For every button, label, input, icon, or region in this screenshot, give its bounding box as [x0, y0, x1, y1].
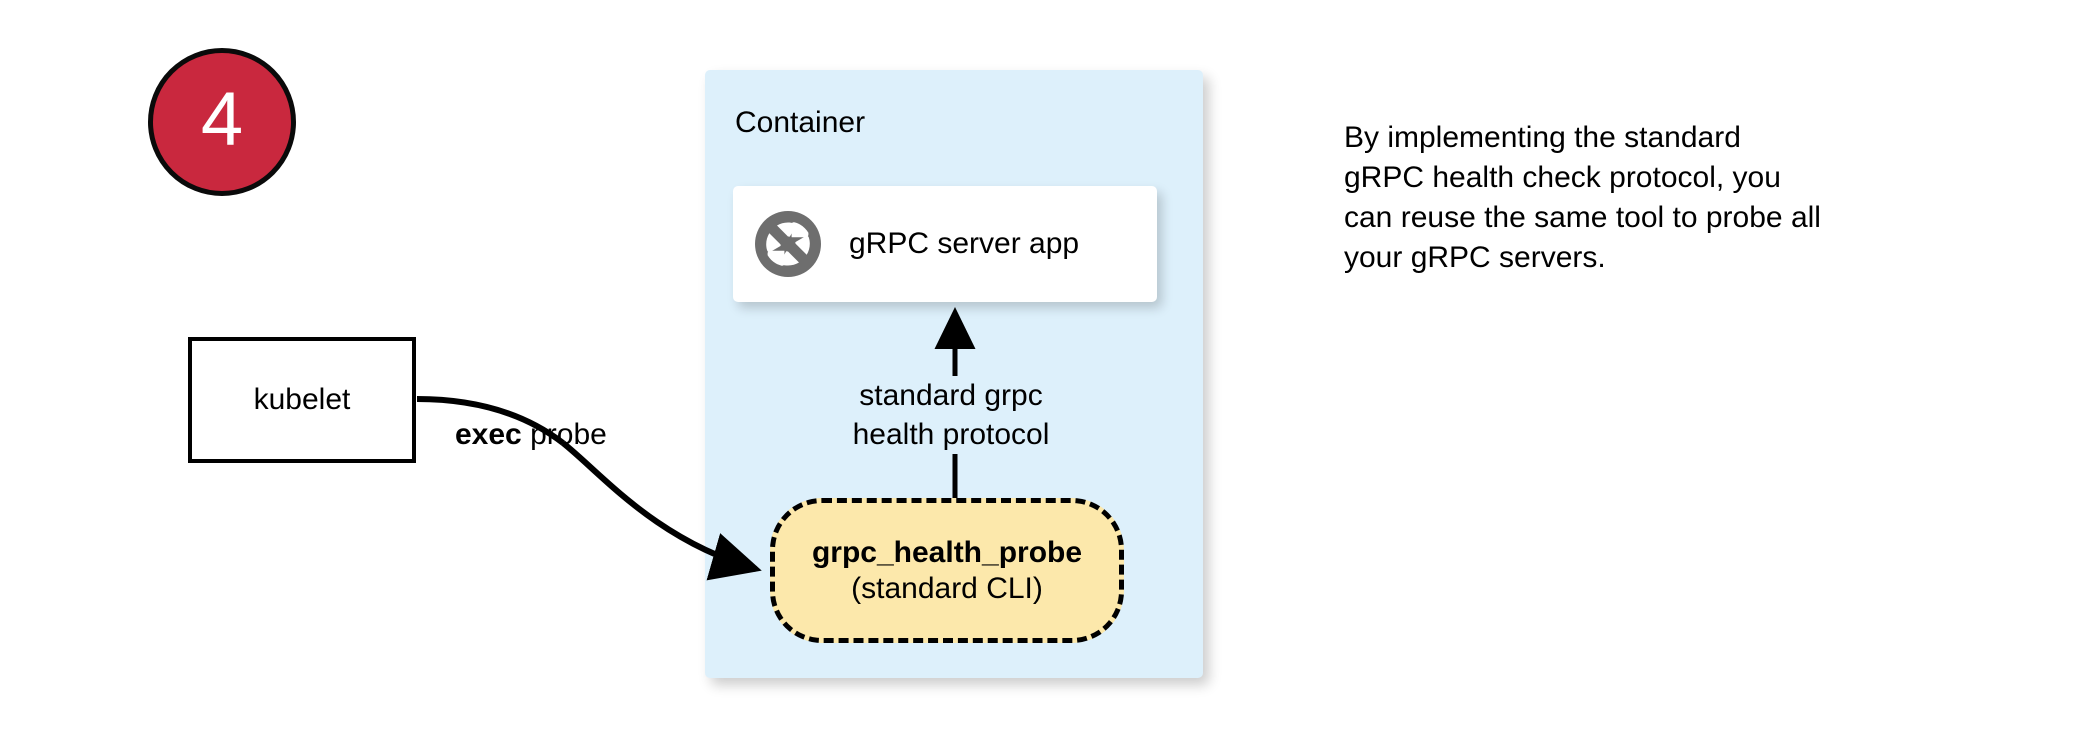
explanatory-note-line1: By implementing the standard [1344, 121, 1741, 154]
grpc-health-probe-subtitle: (standard CLI) [851, 571, 1043, 605]
grpc-server-app-card: gRPC server app [733, 186, 1157, 302]
explanatory-note-line3: can reuse the same tool to probe all [1344, 200, 1821, 234]
grpc-health-probe-title: grpc_health_probe [811, 536, 1083, 570]
explanatory-note-line2: gRPC health check protocol, you [1344, 160, 1781, 194]
explanatory-note-line4: your gRPC servers. [1344, 240, 1606, 274]
exec-probe-edge-label: exec probe [455, 418, 607, 452]
grpc-health-probe-node: grpc_health_probe (standard CLI) [770, 498, 1124, 643]
kubelet-label: kubelet [253, 383, 351, 416]
protocol-edge-label-line2: health protocol [836, 415, 1066, 454]
kubelet-node: kubelet [188, 337, 416, 463]
grpc-aperture-icon [755, 211, 821, 277]
explanatory-note: By implementing the standard gRPC health… [1344, 118, 1924, 278]
step-number-text: 4 [200, 77, 244, 162]
container-title: Container [735, 106, 866, 139]
step-number-badge: 4 [148, 48, 296, 196]
protocol-edge-label-line1: standard grpc [836, 376, 1066, 415]
grpc-server-app-label: gRPC server app [849, 227, 1080, 260]
exec-probe-rest-word: probe [521, 418, 607, 451]
exec-probe-bold-word: exec [455, 418, 522, 451]
protocol-edge-label: standard grpc health protocol [836, 376, 1066, 454]
